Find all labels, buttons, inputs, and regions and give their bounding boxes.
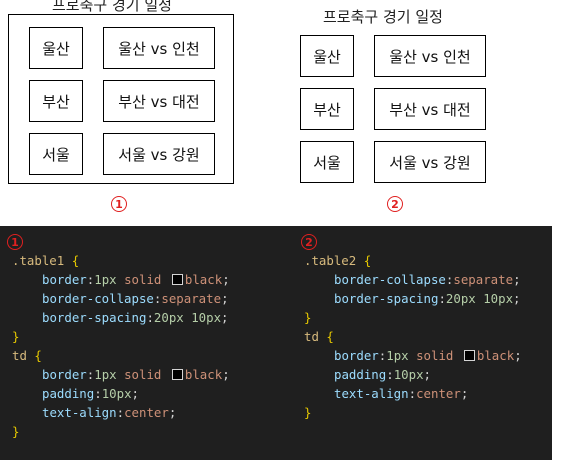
code-line: text-align:center; bbox=[42, 405, 177, 420]
code-value: separate bbox=[161, 291, 222, 306]
color-swatch-icon bbox=[463, 350, 475, 361]
code-line: border-collapse:separate; bbox=[334, 272, 521, 287]
code-line: .table1 { bbox=[12, 251, 79, 270]
code-line: border-collapse:separate; bbox=[42, 291, 229, 306]
code-selector: .table2 bbox=[304, 253, 357, 268]
code-line: border:1px solid black; bbox=[42, 367, 230, 382]
code-keyword: solid bbox=[416, 348, 454, 363]
table2-cell: 울산 bbox=[300, 35, 354, 77]
code-brace: } bbox=[304, 310, 312, 325]
code-marker-1-icon: 1 bbox=[7, 234, 23, 250]
table1-outer-border bbox=[8, 14, 234, 184]
table2-cell: 부산 bbox=[300, 88, 354, 130]
code-line: border:1px solid black; bbox=[42, 272, 230, 287]
table1-cell: 부산 bbox=[29, 80, 83, 122]
table1-cell: 서울 bbox=[29, 133, 83, 175]
table1-cell: 울산 vs 인천 bbox=[103, 27, 215, 69]
marker-1-icon: 1 bbox=[111, 196, 127, 212]
code-property: text-align bbox=[334, 386, 409, 401]
code-value: black bbox=[184, 367, 223, 382]
code-line: border-spacing:20px 10px; bbox=[334, 291, 521, 306]
table2-caption: 프로축구 경기 일정 bbox=[323, 8, 443, 26]
code-line: .table2 { bbox=[304, 251, 371, 270]
code-property: border bbox=[42, 367, 87, 382]
table1-cell: 서울 vs 강원 bbox=[103, 133, 215, 175]
code-number: 20px 10px bbox=[153, 310, 222, 325]
code-value: separate bbox=[453, 272, 514, 287]
code-brace: } bbox=[12, 329, 20, 344]
rendered-examples: 프로축구 경기 일정 울산 울산 vs 인천 부산 부산 vs 대전 서울 서울… bbox=[0, 0, 579, 226]
table2-cell: 울산 vs 인천 bbox=[374, 35, 486, 77]
code-property: padding bbox=[42, 386, 95, 401]
code-line: } bbox=[304, 403, 311, 422]
table1-caption: 프로축구 경기 일정 bbox=[52, 0, 172, 14]
code-property: border-spacing bbox=[42, 310, 147, 325]
code-number: 1px bbox=[94, 367, 117, 382]
code-brace: } bbox=[12, 424, 20, 439]
code-property: text-align bbox=[42, 405, 117, 420]
code-panel: 1 2 .table1 { border:1px solid black; bo… bbox=[0, 226, 552, 460]
code-property: border-spacing bbox=[334, 291, 439, 306]
code-line: } bbox=[304, 308, 311, 327]
table2-cell: 서울 bbox=[300, 141, 354, 183]
code-number: 10px bbox=[101, 386, 132, 401]
code-keyword: solid bbox=[124, 272, 162, 287]
code-line: } bbox=[12, 327, 19, 346]
code-line: td { bbox=[12, 346, 42, 365]
color-swatch-icon bbox=[171, 369, 183, 380]
code-selector: .table1 bbox=[12, 253, 65, 268]
code-brace: { bbox=[71, 253, 80, 268]
code-property: border bbox=[334, 348, 379, 363]
table1-cell: 울산 bbox=[29, 27, 83, 69]
marker-2-icon: 2 bbox=[387, 196, 403, 212]
code-brace: } bbox=[304, 405, 312, 420]
code-selector: td bbox=[304, 329, 319, 344]
code-value: center bbox=[124, 405, 169, 420]
code-value: black bbox=[184, 272, 223, 287]
table1-cell: 부산 vs 대전 bbox=[103, 80, 215, 122]
code-line: border:1px solid black; bbox=[334, 348, 522, 363]
code-property: border bbox=[42, 272, 87, 287]
table2-cell: 부산 vs 대전 bbox=[374, 88, 486, 130]
code-brace: { bbox=[326, 329, 334, 344]
code-keyword: solid bbox=[124, 367, 162, 382]
bottom-margin bbox=[0, 460, 579, 468]
code-number: 20px 10px bbox=[445, 291, 514, 306]
code-line: padding:10px; bbox=[42, 386, 139, 401]
code-line: padding:10px; bbox=[334, 367, 431, 382]
code-brace: { bbox=[363, 253, 372, 268]
code-number: 1px bbox=[386, 348, 409, 363]
code-property: padding bbox=[334, 367, 387, 382]
code-number: 10px bbox=[393, 367, 424, 382]
code-brace: { bbox=[34, 348, 42, 363]
code-line: border-spacing:20px 10px; bbox=[42, 310, 229, 325]
code-line: text-align:center; bbox=[334, 386, 469, 401]
color-swatch-icon bbox=[171, 274, 183, 285]
code-marker-2-icon: 2 bbox=[301, 234, 317, 250]
code-number: 1px bbox=[94, 272, 117, 287]
code-line: td { bbox=[304, 327, 334, 346]
table2-cell: 서울 vs 강원 bbox=[374, 141, 486, 183]
code-property: border-collapse bbox=[334, 272, 446, 287]
code-property: border-collapse bbox=[42, 291, 154, 306]
code-selector: td bbox=[12, 348, 27, 363]
code-value: black bbox=[476, 348, 515, 363]
code-value: center bbox=[416, 386, 461, 401]
code-line: } bbox=[12, 422, 19, 441]
